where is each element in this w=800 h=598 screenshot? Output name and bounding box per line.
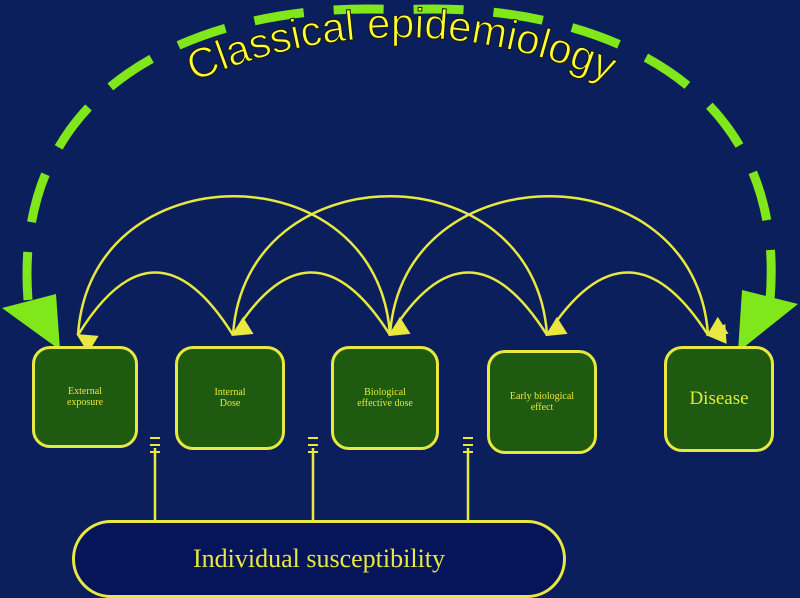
stage-disease: Disease — [664, 346, 774, 452]
arc-internal-early — [231, 195, 549, 336]
stage-label: Disease — [689, 388, 749, 410]
arc-early-disease — [545, 271, 729, 337]
arc-biological-early — [388, 271, 568, 337]
dashed-arc-arrowhead-left — [2, 294, 60, 350]
susceptibility-connectors — [153, 448, 470, 522]
stage-label: External exposure — [66, 385, 104, 409]
stage-label: Biological effective dose — [357, 386, 413, 410]
stage-label: Early biological effect — [509, 390, 575, 414]
individual-susceptibility-bar: Individual susceptibility — [72, 520, 566, 598]
arc-external-biological — [76, 195, 392, 336]
diagram-title: Classical epidemiology — [180, 0, 623, 90]
classical-epidemiology-dashed-arc — [22, 4, 776, 301]
dashed-arc-arrowhead-right — [738, 290, 798, 352]
susceptibility-ticks — [150, 437, 473, 453]
stage-biological-effective-dose: Biological effective dose — [331, 346, 439, 450]
stage-label: Internal Dose — [214, 386, 246, 410]
stage-internal-dose: Internal Dose — [175, 346, 285, 450]
arc-external-internal — [76, 271, 254, 353]
stage-external-exposure: External exposure — [32, 346, 138, 448]
susceptibility-label: Individual susceptibility — [192, 544, 446, 573]
stage-early-biological-effect: Early biological effect — [487, 350, 597, 454]
stage-connection-arcs — [76, 195, 729, 353]
arc-biological-disease — [388, 195, 727, 344]
arc-internal-biological — [231, 271, 411, 337]
